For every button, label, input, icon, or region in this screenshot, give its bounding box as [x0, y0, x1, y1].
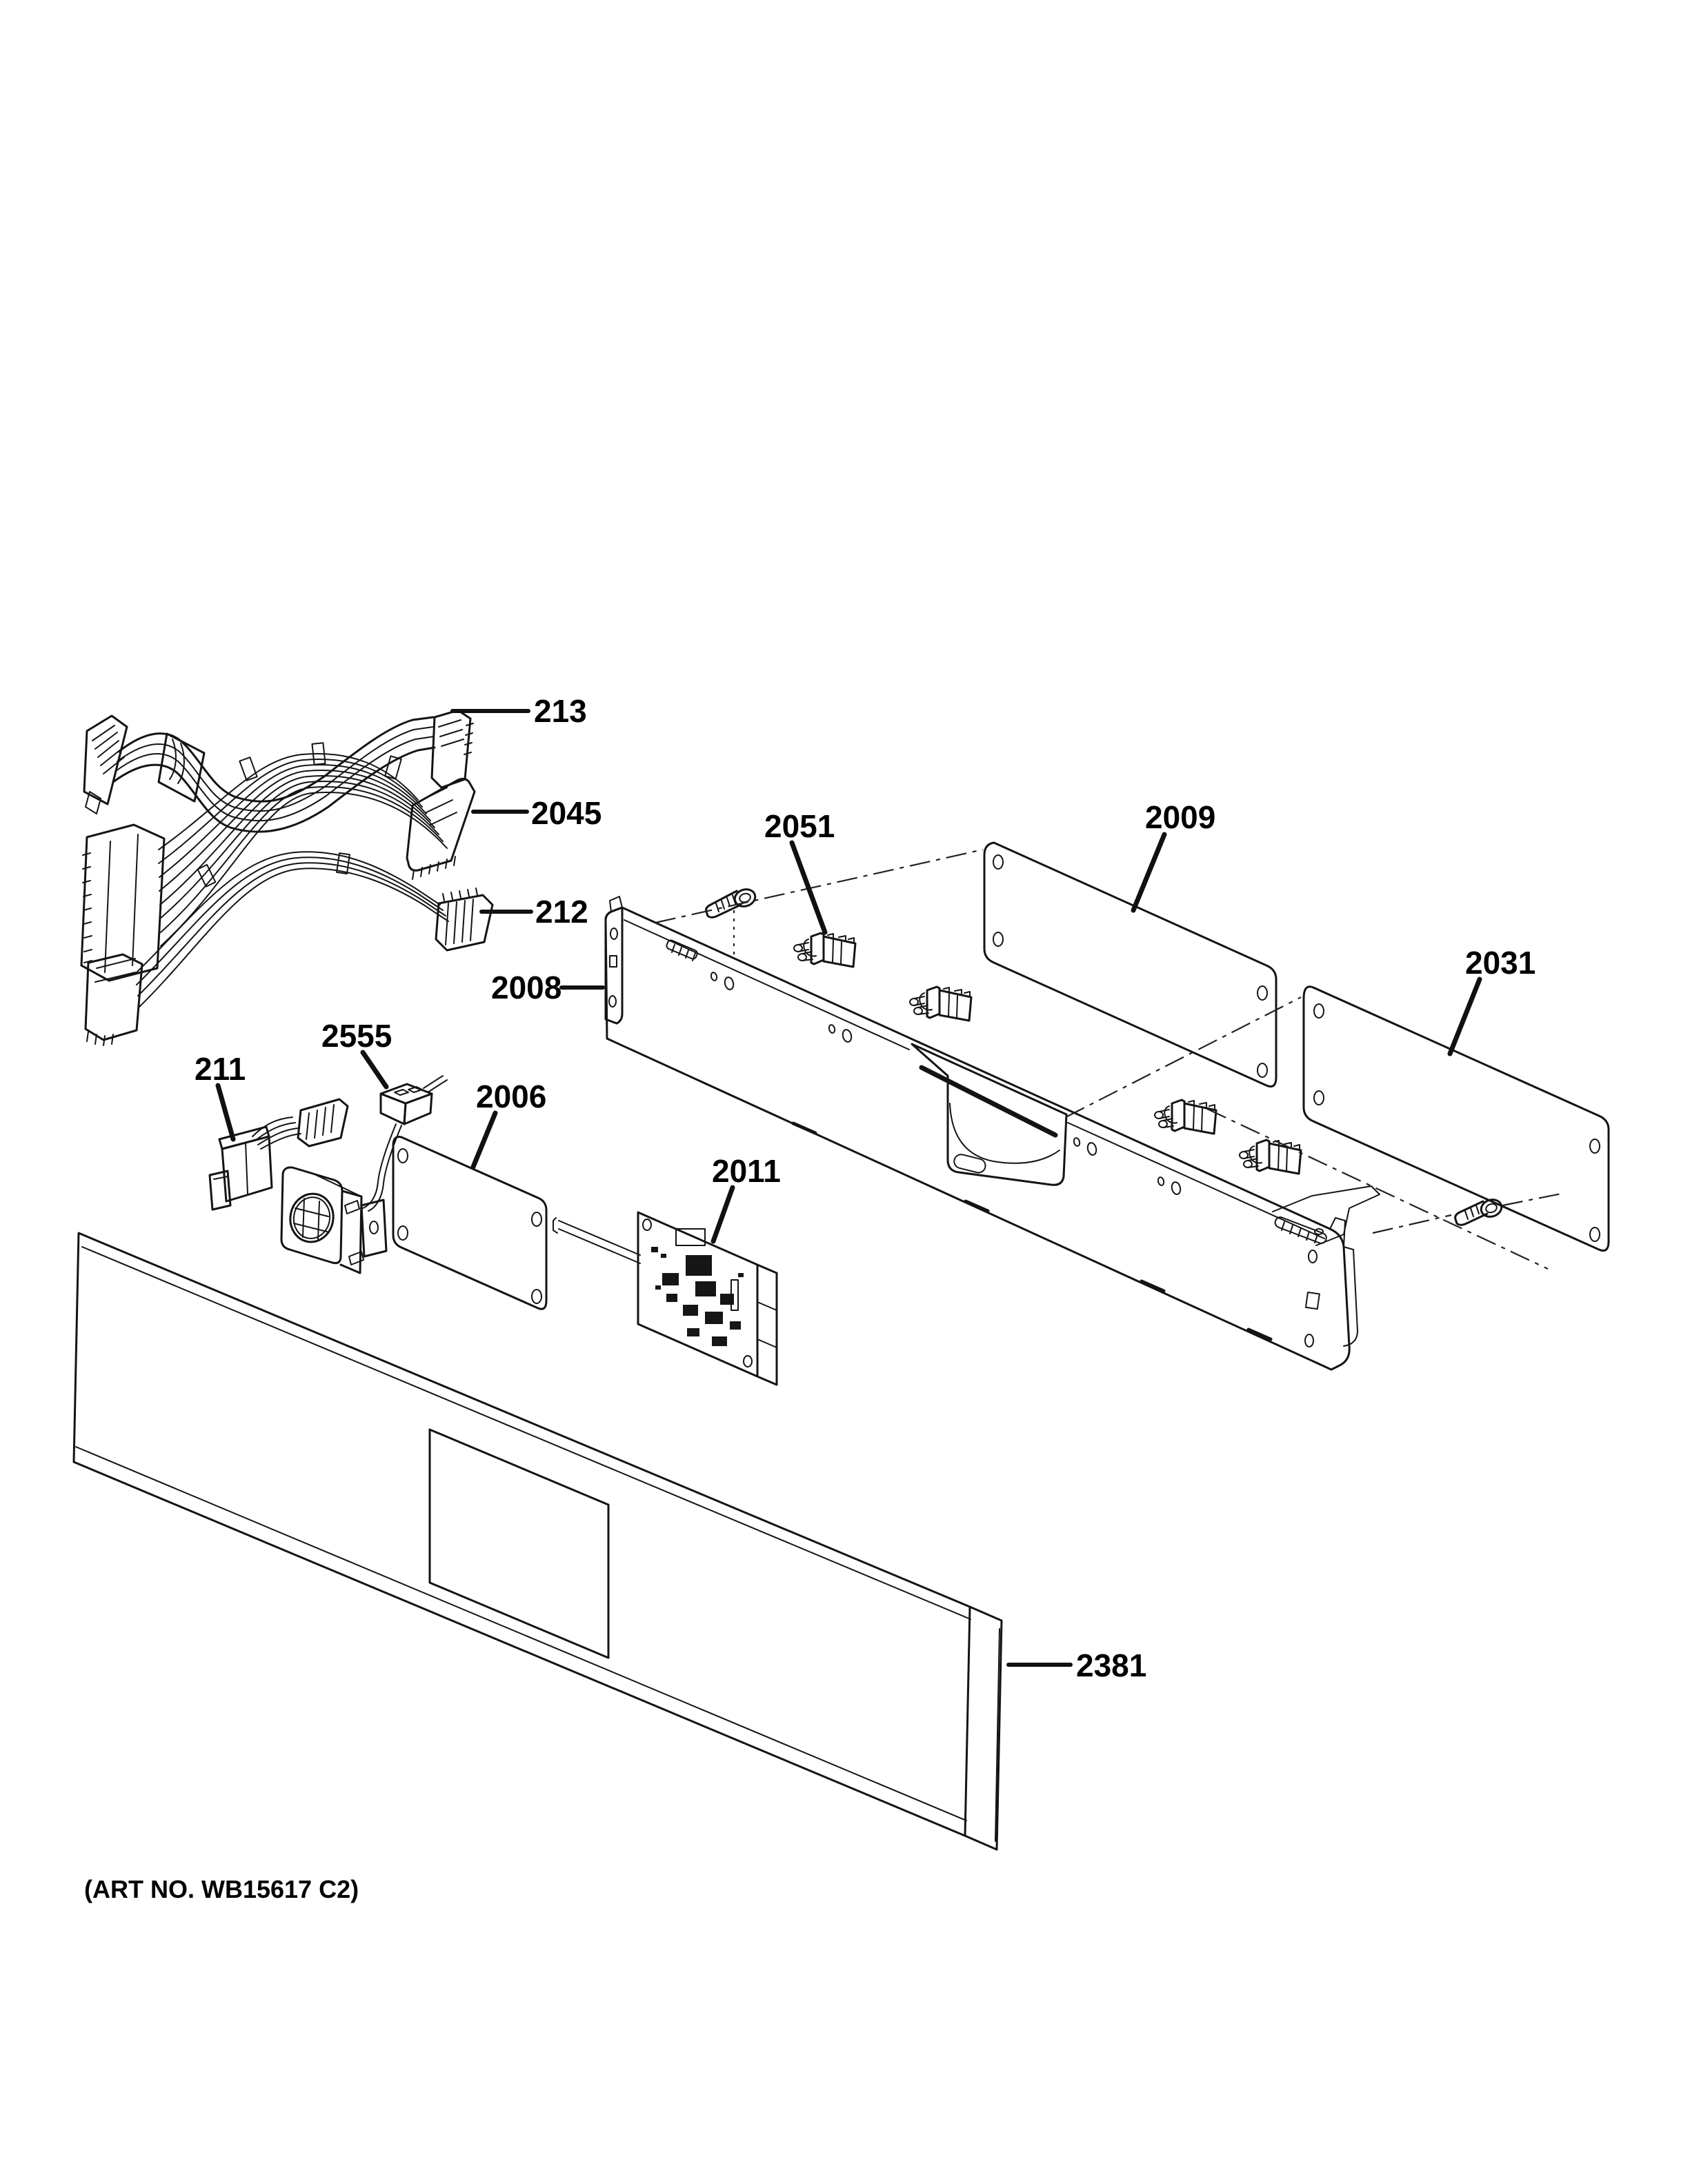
- callout-212: 212: [479, 894, 588, 930]
- side-panel-2031: [1302, 985, 1610, 1252]
- callout-2008: 2008: [491, 970, 605, 1005]
- part-label-213: 213: [534, 693, 587, 729]
- part-label-2555: 2555: [321, 1018, 392, 1054]
- switch-2051-c: [1153, 1099, 1217, 1135]
- screw-right: [1454, 1199, 1503, 1226]
- part-label-212: 212: [535, 894, 588, 930]
- support-bracket-2008: [604, 896, 1380, 1371]
- part-label-2009: 2009: [1145, 799, 1215, 835]
- callout-2051: 2051: [764, 808, 835, 935]
- switch-211: [208, 1098, 349, 1211]
- switch-2051-d: [1238, 1139, 1302, 1175]
- callout-2006: 2006: [470, 1079, 546, 1170]
- switch-2051-b: [908, 985, 973, 1022]
- callout-2011: 2011: [710, 1153, 781, 1244]
- part-label-211: 211: [195, 1051, 246, 1087]
- callout-2555: 2555: [321, 1018, 392, 1090]
- control-panel-2381: [72, 1232, 1003, 1851]
- part-label-2008: 2008: [491, 970, 561, 1005]
- cover-plate-2006: [392, 1136, 548, 1310]
- callout-2045: 2045: [471, 795, 602, 831]
- part-label-2051: 2051: [764, 808, 835, 844]
- part-label-2006: 2006: [476, 1079, 546, 1114]
- art-number: (ART NO. WB15617 C2): [84, 1875, 359, 1903]
- wire-harness-212: [84, 851, 494, 1046]
- callout-213: 213: [450, 693, 587, 729]
- part-label-2011: 2011: [712, 1153, 781, 1189]
- callout-2031: 2031: [1447, 945, 1535, 1056]
- wire-harness-2045: [80, 742, 476, 982]
- part-label-2031: 2031: [1465, 945, 1535, 981]
- part-label-2381: 2381: [1076, 1647, 1146, 1683]
- alignment-lines: [655, 848, 1565, 1270]
- callout-211: 211: [195, 1051, 246, 1142]
- screw-top: [705, 888, 757, 919]
- wire-harness-213: [83, 709, 474, 833]
- part-label-2045: 2045: [531, 795, 602, 831]
- callout-2381: 2381: [1006, 1647, 1146, 1683]
- speaker: [280, 1166, 388, 1274]
- wire-2555: [362, 1075, 448, 1212]
- rear-panel-2009: [983, 841, 1278, 1088]
- switch-2051-a: [793, 932, 857, 968]
- callout-2009: 2009: [1131, 799, 1215, 913]
- pcb-2011: [553, 1211, 778, 1386]
